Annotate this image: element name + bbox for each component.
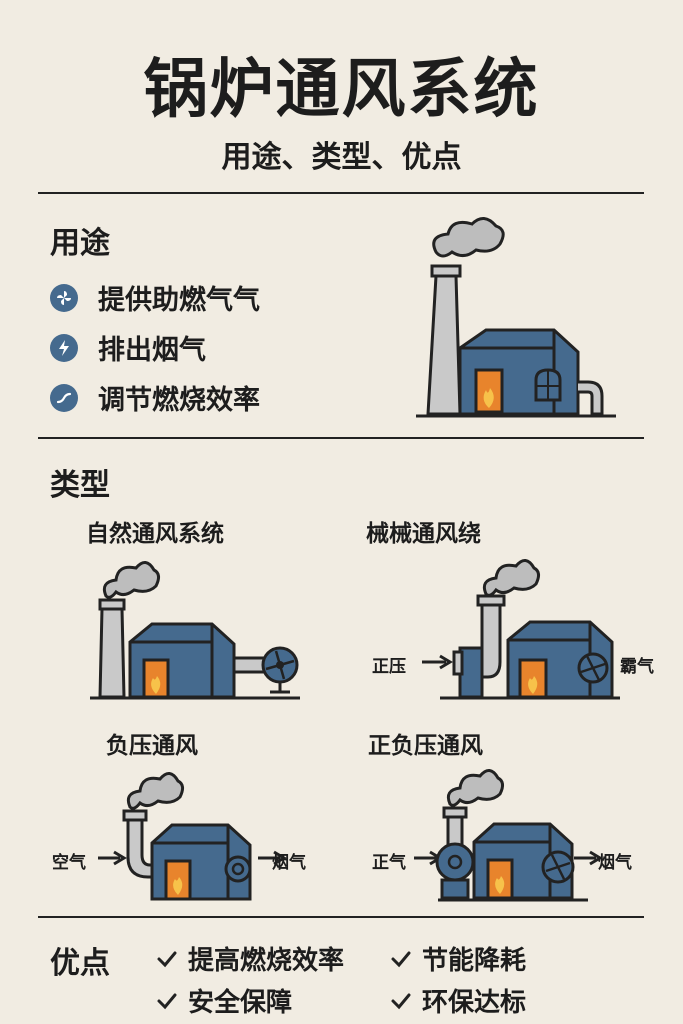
uses-heading: 用途: [50, 226, 110, 261]
forced-inlet-label: 正气: [372, 853, 406, 873]
advantages-heading: 优点: [50, 946, 110, 981]
advantage-label: 安全保障: [188, 988, 293, 1018]
boiler-plant-illustration: [416, 217, 616, 418]
page-subtitle: 用途、类型、优点: [221, 140, 462, 175]
arrow-right-icon: [98, 850, 127, 866]
advantage-item: 环保达标: [390, 982, 526, 1019]
mechanical-ventilation-illustration: [440, 559, 620, 700]
divider: [38, 437, 644, 439]
divider: [38, 192, 644, 194]
advantage-item: 提高燃烧效率: [156, 940, 344, 977]
natural-ventilation-label: 自然通风系统: [86, 521, 224, 547]
balanced-pressure-label: 正负压通风: [368, 733, 483, 759]
advantage-label: 节能降耗: [422, 946, 527, 976]
forced-air-label: 正压: [372, 657, 406, 677]
wave-icon: [50, 383, 78, 412]
divider: [38, 916, 644, 918]
arrow-right-icon: [422, 654, 453, 670]
negative-pressure-illustration: [122, 772, 252, 901]
negative-pressure-label: 负压通风: [106, 733, 198, 759]
fan-icon: [50, 283, 78, 312]
types-heading: 类型: [50, 468, 110, 503]
flue-gas-label: 烟气: [272, 853, 306, 873]
natural-ventilation-illustration: [90, 561, 300, 700]
advantage-item: 节能降耗: [390, 940, 526, 977]
use-item: 提供助燃气气: [50, 278, 260, 317]
arrow-right-icon: [258, 850, 287, 866]
air-inlet-label: 空气: [52, 853, 86, 873]
checkmark-icon: [157, 993, 177, 1009]
lightning-icon: [50, 333, 78, 362]
page-title: 锅炉通风系统: [143, 53, 540, 127]
mechanical-ventilation-label: 械械通风绕: [366, 521, 481, 547]
checkmark-icon: [391, 993, 411, 1009]
checkmark-icon: [157, 951, 177, 967]
arrow-right-icon: [574, 850, 603, 866]
use-item-label: 提供助燃气气: [98, 285, 260, 316]
use-item-label: 排出烟气: [98, 335, 206, 366]
advantage-label: 提高燃烧效率: [188, 946, 345, 976]
exhaust-label: 霸气: [620, 657, 654, 677]
advantage-label: 环保达标: [422, 988, 527, 1018]
use-item-label: 调节燃烧效率: [98, 385, 260, 416]
balanced-pressure-illustration: [435, 769, 588, 902]
use-item: 排出烟气: [50, 328, 206, 367]
flue-gas-label: 烟气: [598, 853, 632, 873]
use-item: 调节燃烧效率: [50, 378, 260, 417]
advantage-item: 安全保障: [156, 982, 292, 1019]
checkmark-icon: [391, 951, 411, 967]
